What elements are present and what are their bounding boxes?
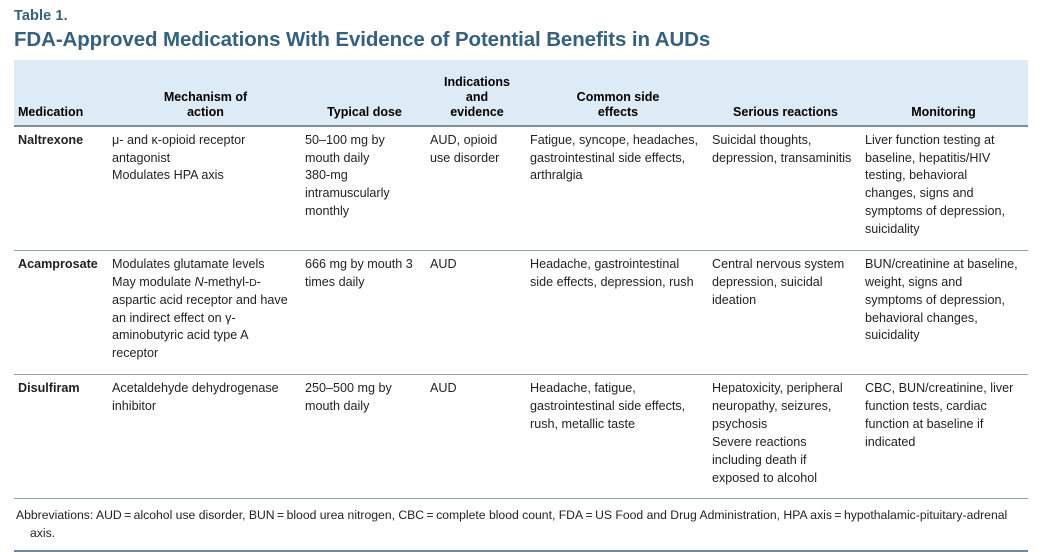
- column-header-monitoring-label: Monitoring: [911, 104, 976, 119]
- cell-medication: Disulfiram: [14, 374, 112, 500]
- column-header-side-effects-line2: effects: [597, 104, 639, 119]
- page-title: FDA-Approved Medications With Evidence o…: [14, 28, 711, 52]
- cell-medication: Acamprosate: [14, 250, 112, 376]
- dose-line: 250–500 mg by mouth daily: [305, 381, 392, 414]
- column-header-side-effects: Common side effects: [530, 59, 712, 127]
- abbreviations-text: Abbreviations: AUD = alcohol use disorde…: [16, 508, 1008, 541]
- header-row: Medication Mechanism of action Typical d…: [14, 59, 1028, 127]
- table-number: Table 1.: [14, 8, 68, 24]
- table-row: Disulfiram Acetaldehyde dehydrogenase in…: [14, 374, 1028, 500]
- table-body: Naltrexone μ- and κ-opioid receptor anta…: [14, 125, 1028, 500]
- column-header-indications-line1: Indications: [444, 75, 510, 90]
- serious-line: Severe reactions including death if expo…: [712, 434, 818, 485]
- cell-monitoring: BUN/creatinine at baseline, weight, sign…: [865, 250, 1028, 376]
- column-header-monitoring: Monitoring: [865, 59, 1028, 127]
- cell-typical-dose: 250–500 mg by mouth daily: [305, 374, 430, 500]
- cell-side-effects: Headache, fatigue, gastrointestinal side…: [530, 374, 712, 500]
- cell-monitoring: Liver function testing at baseline, hepa…: [865, 125, 1028, 251]
- table-container: Medication Mechanism of action Typical d…: [14, 59, 1028, 500]
- column-header-indications: Indications and evidence: [430, 59, 530, 127]
- cell-side-effects: Fatigue, syncope, headaches, gastrointes…: [530, 125, 712, 251]
- abbreviations-footnote: Abbreviations: AUD = alcohol use disorde…: [14, 499, 1028, 552]
- mechanism-line: Acetaldehyde dehydrogenase inhibitor: [112, 381, 279, 414]
- mechanism-smallcap-d: d: [249, 277, 257, 289]
- cell-serious-reactions: Central nervous system depression, suici…: [712, 250, 865, 376]
- cell-indications: AUD: [430, 374, 530, 500]
- medications-table: Medication Mechanism of action Typical d…: [14, 59, 1028, 500]
- cell-side-effects: Headache, gastrointestinal side effects,…: [530, 250, 712, 376]
- cell-indications: AUD, opioid use disorder: [430, 125, 530, 251]
- cell-medication: Naltrexone: [14, 125, 112, 251]
- mechanism-line: Modulates glutamate levels: [112, 256, 265, 271]
- column-header-mechanism-line2: action: [187, 104, 224, 119]
- column-header-mechanism-line1: Mechanism of: [163, 90, 248, 105]
- column-header-serious-reactions: Serious reactions: [712, 59, 865, 127]
- cell-typical-dose: 50–100 mg by mouth daily 380-mg intramus…: [305, 125, 430, 251]
- mechanism-text-before: May modulate: [112, 274, 195, 289]
- dose-line: 50–100 mg by mouth daily: [305, 132, 385, 165]
- mechanism-text-mid: -methyl-: [203, 274, 250, 289]
- column-header-indications-line3: evidence: [450, 104, 504, 119]
- column-header-typical-dose-label: Typical dose: [327, 104, 402, 119]
- cell-indications: AUD: [430, 250, 530, 376]
- column-header-side-effects-line1: Common side: [576, 90, 660, 105]
- table-row: Acamprosate Modulates glutamate levels M…: [14, 250, 1028, 376]
- cell-mechanism: Modulates glutamate levels May modulate …: [112, 250, 305, 376]
- mechanism-italic-n: N: [194, 274, 204, 289]
- cell-mechanism: Acetaldehyde dehydrogenase inhibitor: [112, 374, 305, 500]
- column-header-medication: Medication: [14, 59, 112, 127]
- table-row: Naltrexone μ- and κ-opioid receptor anta…: [14, 125, 1028, 251]
- mechanism-text-tail: -aspartic acid receptor and have an indi…: [112, 274, 288, 361]
- column-header-mechanism: Mechanism of action: [112, 59, 305, 127]
- serious-line: Hepatoxicity, peripheral neuropathy, sei…: [712, 381, 843, 431]
- cell-serious-reactions: Hepatoxicity, peripheral neuropathy, sei…: [712, 374, 865, 500]
- column-header-medication-label: Medication: [18, 104, 84, 119]
- cell-typical-dose: 666 mg by mouth 3 times daily: [305, 250, 430, 376]
- mechanism-line: μ- and κ-opioid receptor antagonist: [112, 132, 246, 165]
- column-header-serious-reactions-label: Serious reactions: [733, 104, 838, 119]
- cell-mechanism: μ- and κ-opioid receptor antagonist Modu…: [112, 125, 305, 251]
- title-block: Table 1. FDA-Approved Medications With E…: [0, 0, 1042, 53]
- column-header-indications-line2: and: [465, 90, 489, 105]
- column-header-typical-dose: Typical dose: [305, 59, 430, 127]
- table-header: Medication Mechanism of action Typical d…: [14, 59, 1028, 127]
- mechanism-line: Modulates HPA axis: [112, 168, 224, 183]
- dose-line: 380-mg intramuscularly monthly: [305, 168, 390, 219]
- mechanism-line-formatted: May modulate N-methyl-d-aspartic acid re…: [112, 274, 295, 363]
- cell-monitoring: CBC, BUN/creatinine, liver function test…: [865, 374, 1028, 500]
- cell-serious-reactions: Suicidal thoughts, depression, transamin…: [712, 125, 865, 251]
- dose-line: 666 mg by mouth 3 times daily: [305, 256, 413, 289]
